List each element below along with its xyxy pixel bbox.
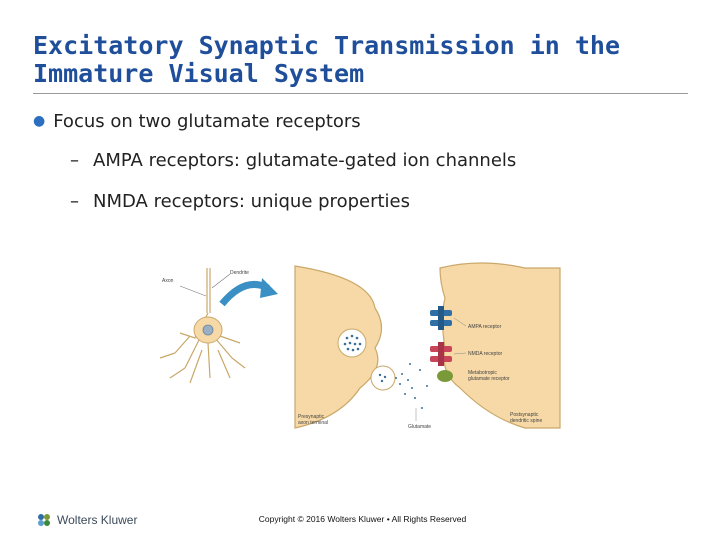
- label-postsynaptic-2: dendritic spine: [510, 418, 542, 424]
- label-ampa: AMPA receptor: [468, 324, 502, 330]
- neuron-drawing: [159, 268, 246, 384]
- sub-bullet-text: AMPA receptors: glutamate-gated ion chan…: [93, 150, 517, 171]
- ampa-receptor-icon: [430, 306, 452, 330]
- sub-bullet-nmda: –NMDA receptors: unique properties: [70, 191, 410, 212]
- ampa-pointer: [453, 317, 467, 327]
- vesicle-dots: [343, 334, 362, 352]
- wolters-kluwer-logo: Wolters Kluwer: [35, 511, 137, 529]
- metabotropic-receptor-icon: [437, 370, 453, 382]
- glutamate-dots: [378, 363, 428, 409]
- bullet-item: ● Focus on two glutamate receptors: [33, 111, 361, 132]
- fusing-vesicle: [370, 365, 396, 391]
- dash-icon: –: [70, 191, 79, 212]
- label-nmda: NMDA receptor: [468, 351, 503, 357]
- kluwer-logo-icon: [38, 514, 50, 526]
- label-metabotropic-2: glutamate receptor: [468, 376, 510, 382]
- vesicle-cluster: [337, 328, 367, 358]
- dash-icon: –: [70, 150, 79, 171]
- dendrite-pointer: [211, 273, 231, 289]
- slide-title: Excitatory Synaptic Transmission in the …: [33, 31, 620, 88]
- sub-bullet-ampa: –AMPA receptors: glutamate-gated ion cha…: [70, 150, 516, 171]
- label-presynaptic-1: Presynaptic: [298, 414, 325, 420]
- postsynaptic-spine: [439, 262, 561, 429]
- label-presynaptic-2: axon terminal: [298, 420, 328, 426]
- neuron-nucleus: [202, 324, 214, 336]
- bullet-text: Focus on two glutamate receptors: [53, 111, 361, 132]
- label-dendrite: Dendrite: [230, 270, 249, 276]
- axon-pointer: [179, 285, 207, 297]
- label-glutamate: Glutamate: [408, 424, 431, 430]
- title-divider: [33, 93, 688, 94]
- label-axon: Axon: [162, 278, 174, 284]
- brand-name: Wolters Kluwer: [57, 513, 138, 527]
- label-metabotropic-1: Metabotropic: [468, 370, 497, 376]
- sub-bullet-text: NMDA receptors: unique properties: [93, 191, 410, 212]
- copyright-text: Copyright © 2016 Wolters Kluwer • All Ri…: [258, 514, 467, 524]
- nmda-receptor-icon: [430, 342, 452, 366]
- arrow-head-icon: [260, 278, 278, 298]
- synapse-illustration: Axon Dendrite: [159, 262, 561, 430]
- bullet-dot-icon: ●: [33, 113, 46, 129]
- label-postsynaptic-1: Postsynaptic: [510, 412, 539, 418]
- nmda-pointer: [453, 352, 467, 355]
